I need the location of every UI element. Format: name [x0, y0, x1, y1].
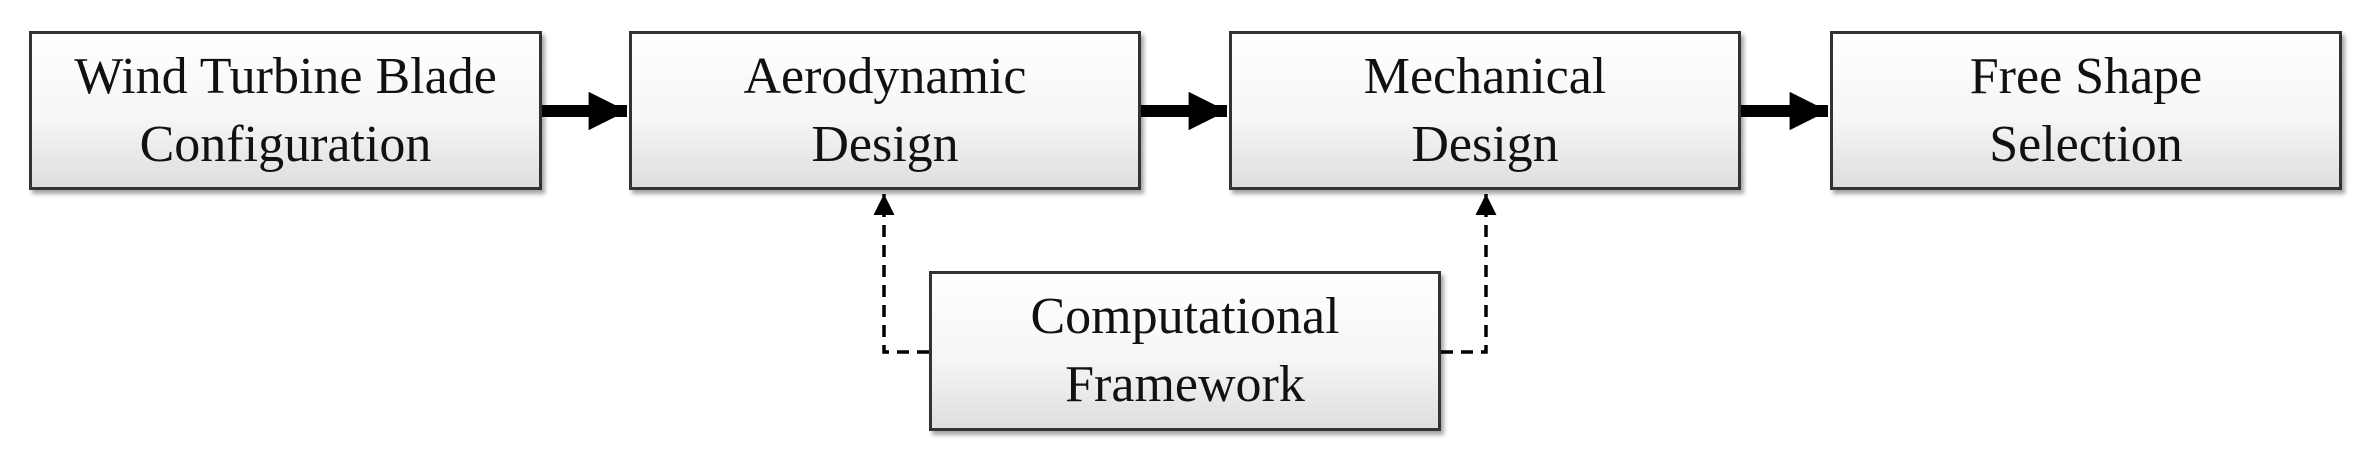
free-shape-selection-box: Free Shape Selection	[1830, 31, 2342, 190]
box-label-line: Configuration	[139, 115, 432, 173]
box-label-line: Free Shape	[1969, 47, 2203, 105]
box-label-line: Design	[1411, 115, 1559, 173]
box-label-line: Wind Turbine Blade	[74, 47, 497, 105]
box-label-line: Selection	[1989, 115, 2183, 173]
box-label-line: Computational	[1030, 288, 1340, 345]
dashed-arrow-comp-to-aero	[873, 194, 929, 354]
aerodynamic-design-box: Aerodynamic Design	[629, 31, 1141, 190]
box-label-line: Framework	[1065, 356, 1305, 413]
box-label-line: Aerodynamic	[743, 47, 1027, 105]
box-label-line: Mechanical	[1363, 47, 1607, 105]
dashed-arrow-comp-to-mech	[1441, 194, 1497, 354]
box-label-line: Design	[811, 115, 959, 173]
wind-turbine-blade-configuration-box: Wind Turbine Blade Configuration	[29, 31, 542, 190]
computational-framework-box: Computational Framework	[929, 271, 1441, 431]
mechanical-design-box: Mechanical Design	[1229, 31, 1741, 190]
